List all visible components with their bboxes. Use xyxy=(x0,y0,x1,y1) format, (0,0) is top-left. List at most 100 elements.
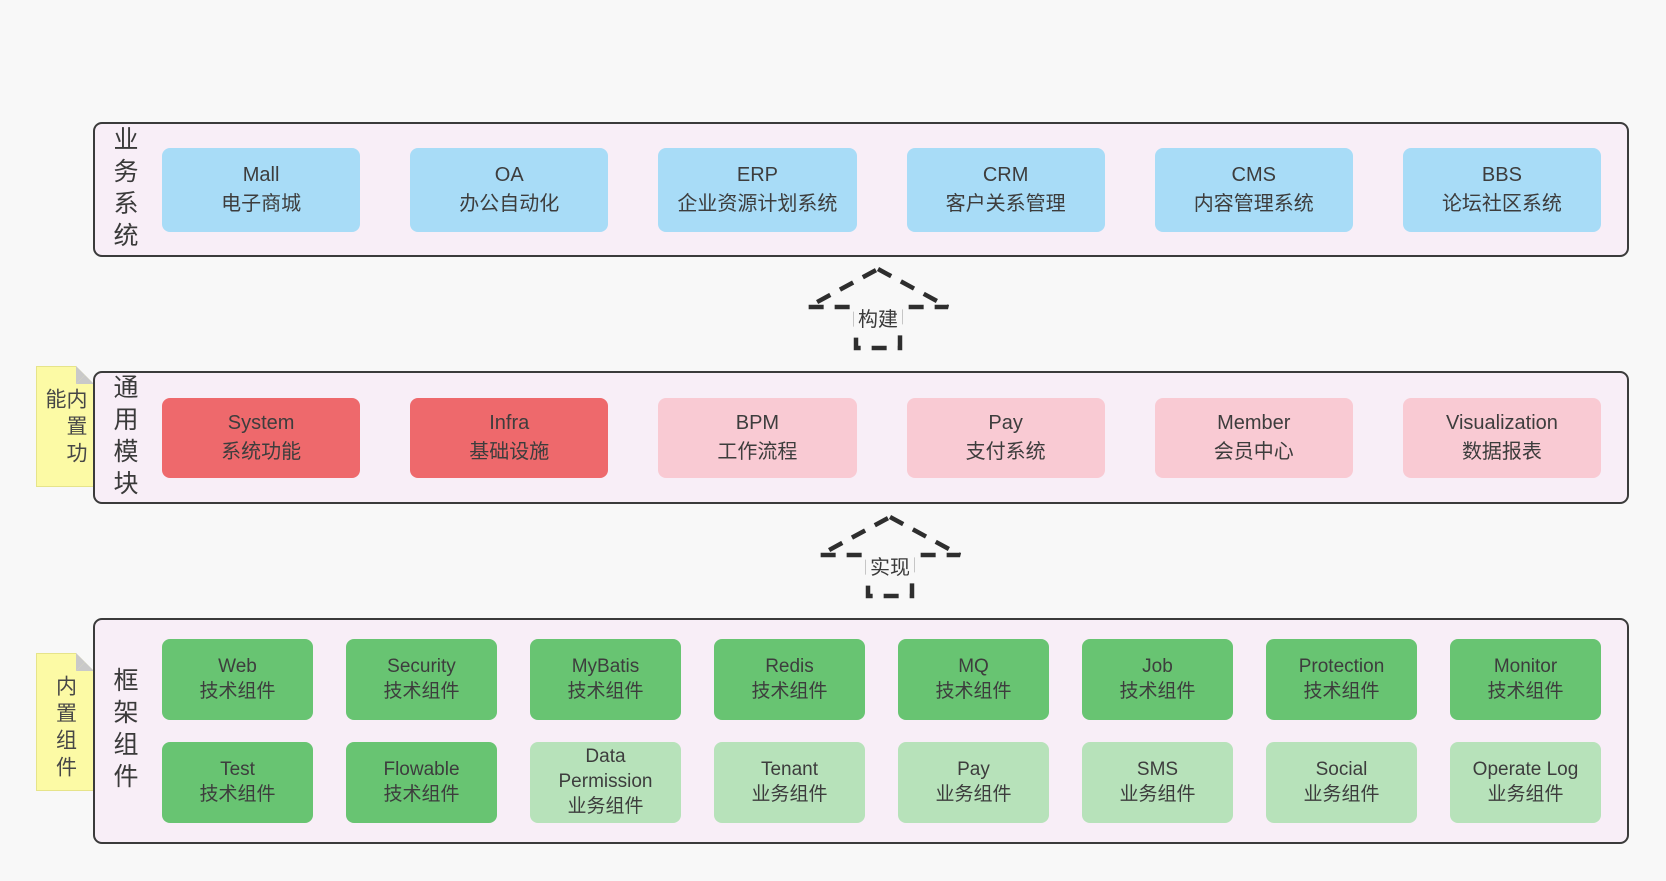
box-mall: Mall 电子商城 xyxy=(162,147,361,232)
box-title: Protection xyxy=(1298,655,1385,677)
box-subtitle: 业务组件 xyxy=(1303,783,1380,805)
box-title: MQ xyxy=(958,655,989,677)
box-subtitle: 技术组件 xyxy=(935,680,1012,702)
box-title: Mall xyxy=(242,164,280,187)
box-title: Job xyxy=(1142,655,1173,677)
box-title: Operate Log xyxy=(1472,758,1579,780)
sticky-note-builtin-components: 内置组件 xyxy=(36,653,94,791)
business-box-row: Mall 电子商城 OA 办公自动化 ERP 企业资源计划系统 CRM 客户关系管理 CMS 内容… xyxy=(162,147,1602,232)
box-title: CMS xyxy=(1231,164,1276,187)
box-title: ERP xyxy=(736,164,778,187)
dashed-up-arrow-icon xyxy=(806,266,950,351)
box-title: Member xyxy=(1217,412,1291,435)
box-bbs: BBS 论坛社区系统 xyxy=(1402,147,1602,232)
box-subtitle: 技术组件 xyxy=(199,783,276,805)
box-redis: Redis 技术组件 xyxy=(714,639,865,720)
box-oa: OA 办公自动化 xyxy=(410,147,609,232)
arrow-label: 实现 xyxy=(866,549,914,582)
box-subtitle: 技术组件 xyxy=(383,680,460,702)
layer-label: 框架组件 xyxy=(110,667,138,795)
box-title: Monitor xyxy=(1493,655,1558,677)
box-cms: CMS 内容管理系统 xyxy=(1154,147,1353,232)
box-crm: CRM 客户关系管理 xyxy=(906,147,1105,232)
box-title: MyBatis xyxy=(571,655,640,677)
box-system: System 系统功能 xyxy=(162,397,361,478)
box-tenant: Tenant 业务组件 xyxy=(714,742,865,823)
box-subtitle: 工作流程 xyxy=(717,440,798,463)
arrow-label: 构建 xyxy=(854,301,902,334)
note-fold-icon xyxy=(76,366,94,384)
box-subtitle: 技术组件 xyxy=(751,680,828,702)
box-subtitle: 技术组件 xyxy=(1119,680,1196,702)
note-fold-icon xyxy=(76,653,94,671)
box-infra: Infra 基础设施 xyxy=(410,397,609,478)
box-title: Visualization xyxy=(1445,412,1558,435)
box-subtitle: 业务组件 xyxy=(751,783,828,805)
box-title: Tenant xyxy=(760,758,819,780)
sticky-note-builtin-functions: 内置功能 xyxy=(36,366,94,487)
box-title: Pay xyxy=(957,758,990,780)
box-subtitle: 电子商城 xyxy=(221,192,302,215)
arrow-build: 构建 xyxy=(803,264,953,352)
dashed-up-arrow-icon xyxy=(818,514,962,599)
box-subtitle: 技术组件 xyxy=(567,680,644,702)
box-title: BBS xyxy=(1481,164,1522,187)
box-title: Redis xyxy=(765,655,814,677)
arrow-implement: 实现 xyxy=(815,512,965,600)
box-title: Web xyxy=(218,655,257,677)
box-subtitle: 内容管理系统 xyxy=(1193,192,1314,215)
box-title: Flowable xyxy=(383,758,460,780)
box-title: Security xyxy=(387,655,456,677)
box-member: Member 会员中心 xyxy=(1154,397,1353,478)
box-title: System xyxy=(227,412,295,435)
box-subtitle: 支付系统 xyxy=(965,440,1046,463)
box-subtitle: 客户关系管理 xyxy=(945,192,1066,215)
box-social: Social 业务组件 xyxy=(1266,742,1417,823)
box-subtitle: 业务组件 xyxy=(567,795,644,817)
box-subtitle: 企业资源计划系统 xyxy=(677,192,838,215)
note-text: 内置功能 xyxy=(43,388,87,469)
box-security: Security 技术组件 xyxy=(346,639,497,720)
box-mq: MQ 技术组件 xyxy=(898,639,1049,720)
box-bpm: BPM 工作流程 xyxy=(658,397,857,478)
box-protection: Protection 技术组件 xyxy=(1266,639,1417,720)
box-visualization: Visualization 数据报表 xyxy=(1402,397,1602,478)
box-test: Test 技术组件 xyxy=(162,742,313,823)
box-title: OA xyxy=(494,164,524,187)
box-subtitle: 基础设施 xyxy=(469,440,550,463)
layer-business-systems: 业务系统 Mall 电子商城 OA 办公自动化 ERP 企业资源计划系统 CRM 客户关系管理… xyxy=(93,122,1629,257)
box-title: CRM xyxy=(982,164,1029,187)
layer-label: 业务系统 xyxy=(110,125,138,254)
box-subtitle: 技术组件 xyxy=(1303,680,1380,702)
box-erp: ERP 企业资源计划系统 xyxy=(658,147,857,232)
box-subtitle: 会员中心 xyxy=(1213,440,1294,463)
note-text: 内置组件 xyxy=(53,675,77,783)
box-web: Web 技术组件 xyxy=(162,639,313,720)
box-title: Data Permission xyxy=(558,746,653,793)
box-title: BPM xyxy=(735,412,780,435)
box-subtitle: 办公自动化 xyxy=(459,192,560,215)
box-operate-log: Operate Log 业务组件 xyxy=(1450,742,1601,823)
box-mybatis: MyBatis 技术组件 xyxy=(530,639,681,720)
box-subtitle: 业务组件 xyxy=(935,783,1012,805)
layer-label: 通用模块 xyxy=(110,373,138,502)
box-subtitle: 论坛社区系统 xyxy=(1441,192,1562,215)
box-subtitle: 系统功能 xyxy=(221,440,302,463)
box-title: Test xyxy=(220,758,255,780)
box-subtitle: 业务组件 xyxy=(1487,783,1564,805)
box-subtitle: 技术组件 xyxy=(199,680,276,702)
box-subtitle: 数据报表 xyxy=(1461,440,1542,463)
box-job: Job 技术组件 xyxy=(1082,639,1233,720)
box-title: Social xyxy=(1315,758,1368,780)
box-title: SMS xyxy=(1136,758,1179,780)
box-title: Infra xyxy=(489,412,530,435)
